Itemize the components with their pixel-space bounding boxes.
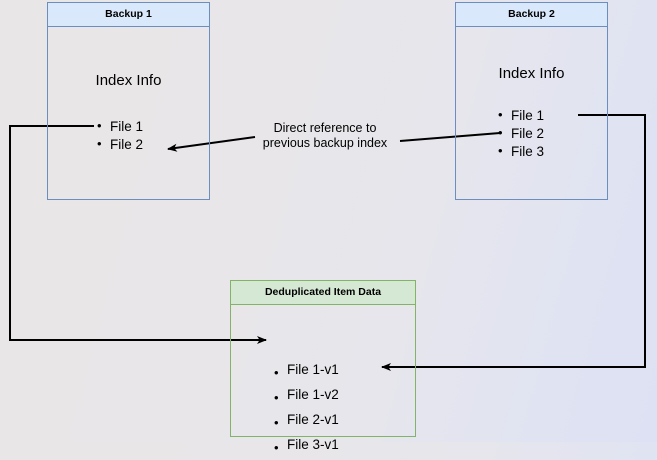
list-item: File 1-v1 xyxy=(274,357,339,385)
annotation-line-1: Direct reference to xyxy=(273,121,377,135)
list-item: File 3 xyxy=(498,142,544,161)
list-item: File 1 xyxy=(97,117,143,136)
backup1-index-info-label: Index Info xyxy=(95,72,162,89)
backup1-body: Index Info File 1 File 2 xyxy=(48,27,209,200)
backup2-body: Index Info File 1 File 2 File 3 xyxy=(456,27,607,200)
backup1-box: Backup 1 Index Info File 1 File 2 xyxy=(47,2,210,200)
annotation-line-2: previous backup index xyxy=(262,136,388,150)
backup1-file-list: File 1 File 2 xyxy=(97,117,143,154)
list-item: File 2-v1 xyxy=(274,407,339,435)
list-item: File 1-v2 xyxy=(274,382,339,410)
list-item: File 1 xyxy=(498,106,544,125)
backup1-title: Backup 1 xyxy=(48,3,209,27)
dedup-title: Deduplicated Item Data xyxy=(231,281,415,305)
deduplicated-item-data-box: Deduplicated Item Data File 1-v1 File 1-… xyxy=(230,280,416,460)
diagram-canvas: Backup 1 Index Info File 1 File 2 Backup… xyxy=(0,0,657,442)
dedup-body: File 1-v1 File 1-v2 File 2-v1 File 3-v1 xyxy=(231,305,415,460)
list-item: File 3-v1 xyxy=(274,432,339,460)
backup2-file-list: File 1 File 2 File 3 xyxy=(498,106,544,161)
dedup-file-list: File 1-v1 File 1-v2 File 2-v1 File 3-v1 xyxy=(274,357,339,460)
direct-reference-annotation: Direct reference to previous backup inde… xyxy=(252,121,398,151)
list-item: File 2 xyxy=(498,124,544,143)
backup2-index-info-label: Index Info xyxy=(498,65,565,82)
backup2-box: Backup 2 Index Info File 1 File 2 File 3 xyxy=(455,2,608,200)
backup2-title: Backup 2 xyxy=(456,3,607,27)
list-item: File 2 xyxy=(97,135,143,154)
